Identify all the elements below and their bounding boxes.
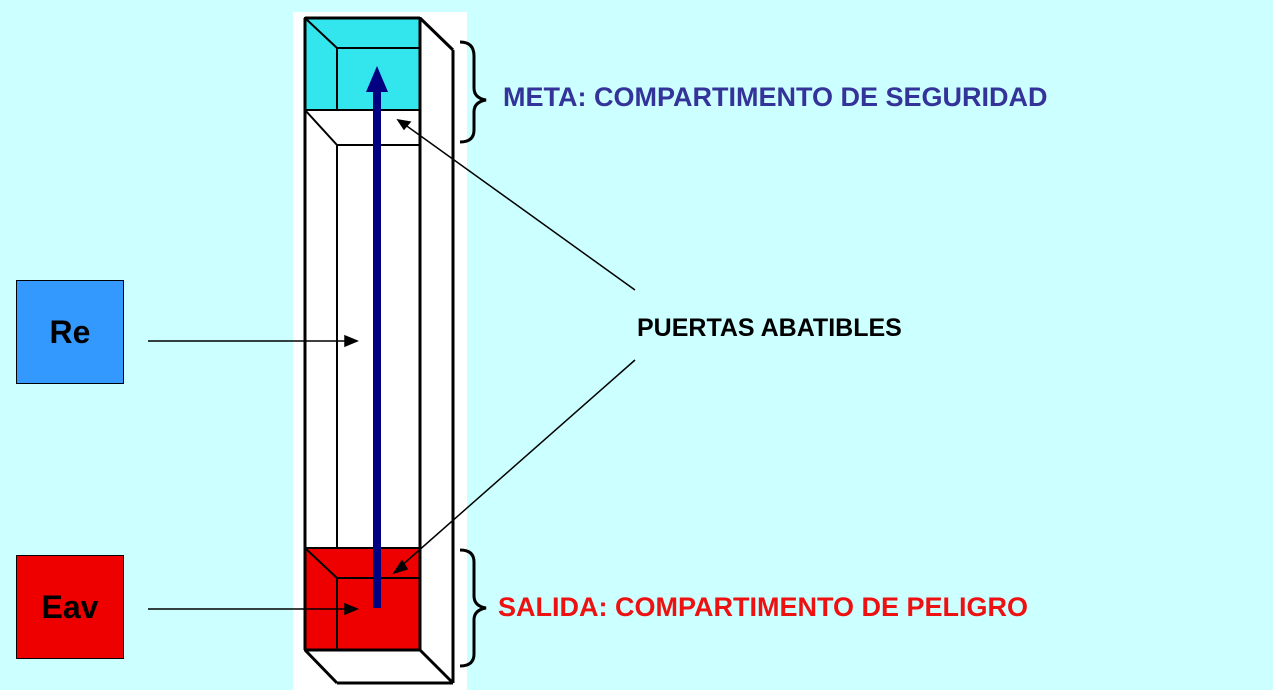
salida-label: SALIDA: COMPARTIMENTO DE PELIGRO [498,592,1029,622]
eav-box: Eav [16,555,124,659]
box-pointer-lines [148,334,359,616]
meta-label: META: COMPARTIMENTO DE SEGURIDAD [503,82,1048,112]
swinging-doors [304,109,420,650]
re-box: Re [16,280,124,384]
upward-arrow [366,66,388,608]
doors-pointer-lines [392,118,636,575]
re-label: Re [49,313,91,350]
danger-bracket [459,548,487,668]
safe-compartment [304,17,421,111]
apparatus-outline [303,16,455,685]
eav-label: Eav [41,588,99,625]
safe-bracket [459,40,487,144]
puertas-label: PUERTAS ABATIBLES [637,314,902,342]
